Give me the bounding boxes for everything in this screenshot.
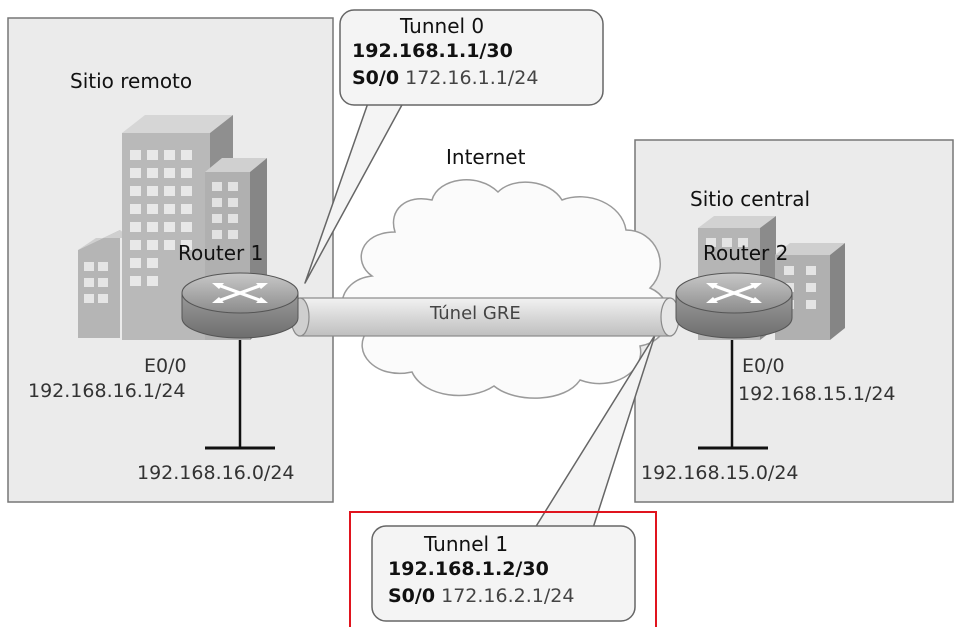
tunnel-label: Túnel GRE — [430, 303, 521, 324]
router1-label: Router 1 — [178, 241, 264, 265]
callout0-tunnel-ip: 192.168.1.1/30 — [352, 40, 513, 62]
callout0-serial: S0/0 172.16.1.1/24 — [352, 67, 538, 89]
callout-box-tunnel1 — [371, 525, 636, 622]
router-icon — [675, 272, 793, 339]
callout1-tunnel-ip: 192.168.1.2/30 — [388, 558, 549, 580]
callout0-serial-iface: S0/0 — [352, 67, 400, 89]
remote-interface-ip: 192.168.16.1/24 — [28, 380, 186, 402]
callout1-serial-iface: S0/0 — [388, 585, 436, 607]
highlight-box — [349, 511, 657, 627]
internet-label: Internet — [446, 145, 526, 169]
remote-network: 192.168.16.0/24 — [137, 462, 295, 484]
central-network: 192.168.15.0/24 — [641, 462, 799, 484]
central-site-title: Sitio central — [690, 187, 811, 211]
remote-site-title: Sitio remoto — [70, 69, 193, 93]
remote-interface: E0/0 — [144, 355, 187, 377]
callout-box-tunnel0 — [339, 9, 604, 106]
tunnel-pipe-icon — [290, 297, 680, 337]
central-interface-ip: 192.168.15.1/24 — [738, 383, 896, 405]
callout1-serial-ip: 172.16.2.1/24 — [441, 585, 575, 607]
central-interface: E0/0 — [742, 355, 785, 377]
router-icon — [181, 272, 299, 339]
router2-label: Router 2 — [703, 241, 789, 265]
callout1-serial: S0/0 172.16.2.1/24 — [388, 585, 574, 607]
callout0-title: Tunnel 0 — [400, 14, 485, 38]
callout0-serial-ip: 172.16.1.1/24 — [405, 67, 539, 89]
callout1-title: Tunnel 1 — [424, 532, 509, 556]
cloud-icon — [341, 179, 670, 399]
